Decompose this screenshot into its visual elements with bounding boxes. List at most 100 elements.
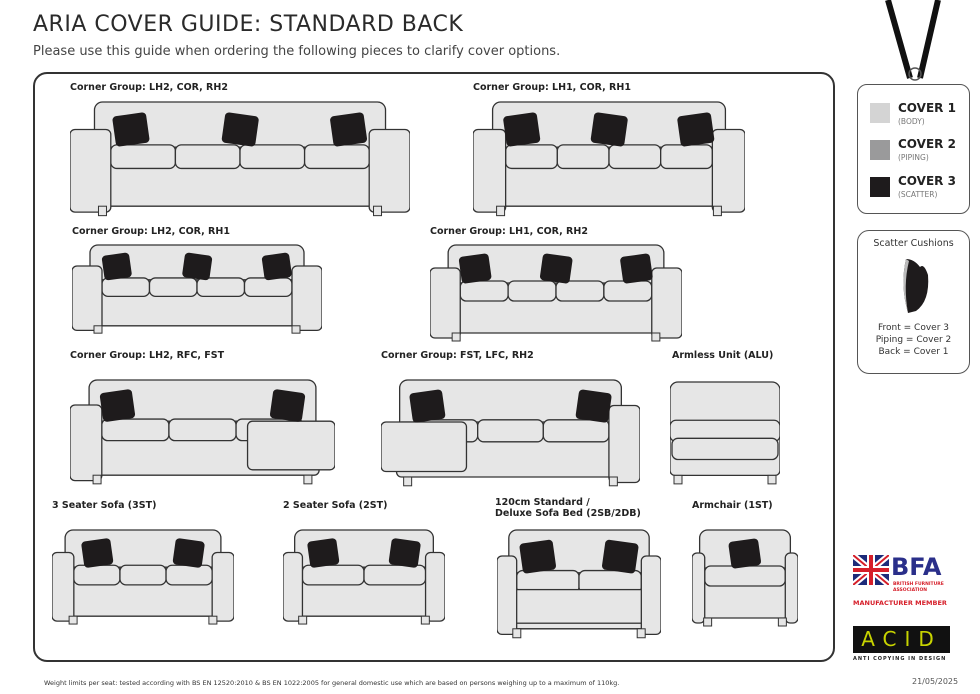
sofa-arm-left: [52, 551, 75, 622]
sofa-foot: [68, 615, 78, 625]
sofa-foot: [673, 474, 683, 485]
seat-cushion: [608, 144, 662, 170]
seat-cushion: [174, 144, 241, 170]
piece-label: Corner Group: LH2, RFC, FST: [70, 350, 225, 361]
sofa-arm-left: [497, 555, 518, 636]
scatter-cushion: [269, 389, 306, 422]
cover2-sub: (PIPING): [898, 153, 929, 162]
bfa-sub: BRITISH FURNITURE ASSOCIATION: [893, 582, 944, 593]
sofa-arm-right: [368, 128, 410, 213]
footer-note: Weight limits per seat: tested according…: [44, 679, 620, 687]
seat-cushion: [243, 277, 293, 298]
seat-cushion: [148, 277, 198, 298]
scatter-cushion: [388, 538, 421, 568]
sofa-arm-right: [640, 555, 661, 636]
seat-cushion: [165, 564, 213, 586]
seat-cushion: [196, 277, 246, 298]
piece-label: Corner Group: LH2, COR, RH1: [72, 226, 230, 237]
seat-cushion: [119, 564, 167, 586]
cover2-name: COVER 2: [898, 137, 956, 151]
sofa-foot: [712, 205, 722, 217]
piece-label: 3 Seater Sofa (3ST): [52, 500, 157, 511]
sofa-arm-right: [608, 404, 640, 484]
sofa-drawing-armless-unit: [670, 381, 780, 485]
sofa-drawing-corner-fst-lfc-rh2: [381, 379, 640, 487]
sofa-drawing-corner-lh2-rfc-fst: [70, 379, 335, 485]
sofa-arm-right: [784, 552, 798, 624]
sofa-foot: [298, 615, 308, 625]
acid-text: ACID: [861, 627, 942, 651]
piece-label: Corner Group: FST, LFC, RH2: [381, 350, 534, 361]
scatter-piping: Piping = Cover 2: [875, 335, 952, 345]
sofa-arm-left: [430, 267, 461, 339]
scatter-cushion: [81, 538, 114, 568]
cover3-swatch: [870, 177, 890, 197]
cover1-swatch: [870, 103, 890, 123]
chaise-footstool: [246, 420, 335, 471]
piece-label-line1: 120cm Standard /: [495, 497, 590, 508]
sofa-arm-left: [473, 128, 507, 213]
cover3-name: COVER 3: [898, 174, 956, 188]
scatter-cushion-icon: [902, 259, 928, 313]
scatter-cushion: [172, 538, 205, 568]
scatter-cushion: [728, 538, 762, 569]
cover3-sub: (SCATTER): [898, 190, 938, 199]
piece-label-line2: Deluxe Sofa Bed (2SB/2DB): [495, 508, 641, 519]
sofa-arm-right: [211, 551, 234, 622]
union-flag-icon: [853, 555, 889, 585]
sofa-arm-left: [70, 128, 112, 213]
sofa-drawing-corner-lh2-cor-rh1: [72, 244, 322, 334]
seat-cushion: [459, 280, 509, 302]
scatter-cushions-box: Scatter Cushions Front = Cover 3 Piping …: [857, 230, 970, 374]
sofa-arm-left: [692, 552, 706, 624]
seat-cushion: [239, 144, 306, 170]
seat-cushion: [110, 144, 177, 170]
sofa-foot: [512, 628, 522, 639]
sofa-arm-right: [651, 267, 682, 339]
sofa-foot: [93, 325, 103, 334]
sofa-foot: [303, 474, 313, 485]
scatter-cushion: [590, 112, 628, 147]
scatter-cushion: [458, 253, 492, 284]
sofa-foot: [608, 476, 618, 487]
seat-cushion: [555, 280, 605, 302]
seat-cushion: [704, 565, 786, 587]
seat-cushion: [101, 277, 151, 298]
page-subtitle: Please use this guide when ordering the …: [33, 44, 561, 59]
seat-cushion: [556, 144, 610, 170]
scatter-cushion: [409, 389, 446, 423]
seat-cushion: [660, 144, 714, 170]
scatter-cushion: [101, 252, 132, 281]
sofa-foot: [208, 615, 218, 625]
cover2-swatch: [870, 140, 890, 160]
scatter-cushion: [602, 539, 639, 574]
sofa-foot: [291, 325, 301, 334]
seat-cushion: [168, 418, 237, 442]
piece-label: Armless Unit (ALU): [672, 350, 774, 361]
scatter-cushion: [330, 112, 368, 147]
sofa-foot: [403, 476, 413, 487]
scatter-cushion: [221, 112, 259, 147]
sofa-drawing-corner-lh2-cor-rh2: [70, 101, 410, 217]
seat-cushion: [507, 280, 557, 302]
piece-label: Corner Group: LH1, COR, RH1: [473, 82, 631, 93]
tag-strap-icon: [885, 0, 941, 81]
sofa-foot: [767, 474, 777, 485]
scatter-cushion: [503, 112, 541, 147]
seat-cushion: [301, 564, 365, 586]
sofa-drawing-corner-lh1-cor-rh1: [473, 101, 745, 217]
scatter-cushion: [182, 252, 213, 281]
sofa-foot: [92, 474, 102, 485]
sofa-foot: [97, 205, 107, 217]
scatter-back: Back = Cover 1: [878, 347, 949, 357]
piece-label: 120cm Standard /Deluxe Sofa Bed (2SB/2DB…: [495, 497, 641, 519]
scatter-cushion: [539, 253, 573, 284]
seat-cushion: [303, 144, 370, 170]
sofa-foot: [373, 205, 383, 217]
seat-cushion: [101, 418, 170, 442]
sofa-arm-left: [283, 551, 304, 622]
scatter-cushion: [112, 112, 150, 147]
cover1-sub: (BODY): [898, 117, 925, 126]
scatter-cushion: [575, 389, 612, 423]
sofa-drawing-2-seater: [283, 529, 445, 625]
